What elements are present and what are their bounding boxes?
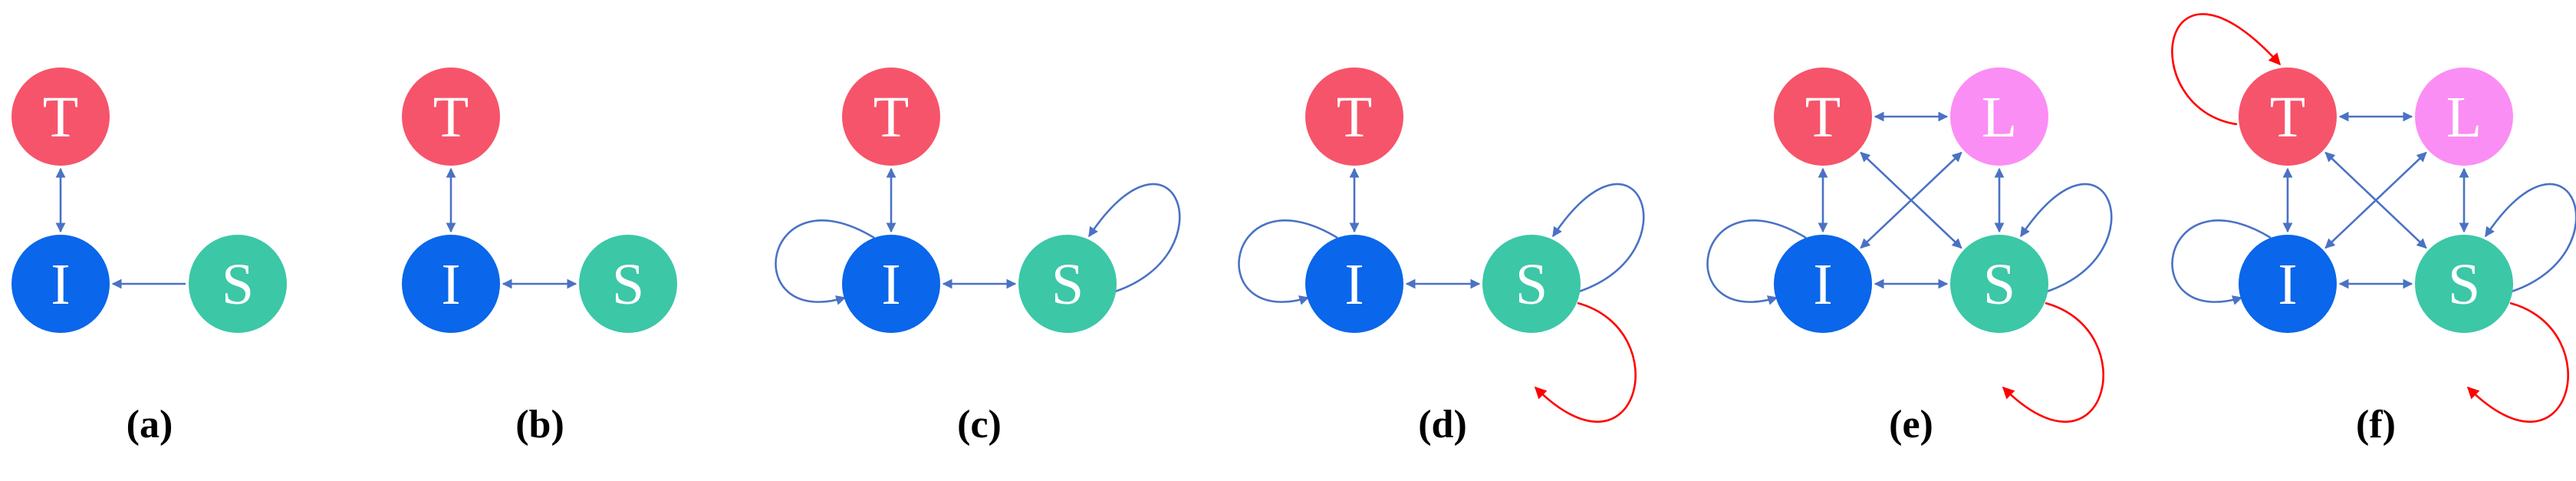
- self-loop-s: [1551, 183, 1645, 293]
- node-l-label: L: [2446, 85, 2482, 150]
- panel-d: T I S (d): [1238, 68, 1645, 446]
- node-s-label: S: [612, 252, 644, 317]
- node-t-label: T: [1805, 85, 1841, 150]
- panel-b: T I S (b): [402, 68, 677, 446]
- node-t: [402, 68, 500, 166]
- panel-caption: (f): [2356, 403, 2396, 446]
- node-t-label: T: [1337, 85, 1372, 150]
- node-t: [1305, 68, 1403, 166]
- node-s: [579, 235, 677, 333]
- node-i-label: I: [441, 252, 460, 317]
- panel-a: T I S (a): [12, 68, 287, 446]
- node-l: [1950, 68, 2048, 166]
- node-t: [842, 68, 940, 166]
- node-l-label: L: [1982, 85, 2017, 150]
- self-loop-s-red: [1534, 301, 1637, 423]
- self-loop-i: [1238, 219, 1338, 305]
- node-i: [842, 235, 940, 333]
- panel-f: T L I S (f): [2171, 13, 2576, 446]
- node-t-label: T: [2270, 85, 2305, 150]
- self-loop-s: [2019, 183, 2113, 293]
- panel-caption: (b): [515, 403, 564, 446]
- self-loop-i: [2171, 219, 2272, 305]
- node-s: [2415, 235, 2513, 333]
- node-i: [2239, 235, 2337, 333]
- node-s-label: S: [1515, 252, 1548, 317]
- node-t-label: T: [433, 85, 469, 150]
- panel-caption: (e): [1889, 403, 1933, 446]
- self-loop-t-red: [2171, 13, 2282, 126]
- panel-caption: (a): [127, 403, 173, 446]
- node-s-label: S: [2448, 252, 2480, 317]
- panel-c: T I S (c): [775, 68, 1181, 446]
- node-i-label: I: [51, 252, 70, 317]
- node-i: [402, 235, 500, 333]
- panel-caption: (d): [1418, 403, 1467, 446]
- node-s: [189, 235, 287, 333]
- node-s: [1482, 235, 1581, 333]
- node-l: [2415, 68, 2513, 166]
- self-loop-s: [1087, 183, 1181, 293]
- node-t: [12, 68, 110, 166]
- node-i: [1305, 235, 1403, 333]
- edge-l-i: [2324, 151, 2427, 249]
- node-i-label: I: [1344, 252, 1364, 317]
- self-loop-i: [1706, 219, 1807, 305]
- node-t-label: T: [43, 85, 78, 150]
- panels: T I S (a) T I S (b) T I S (c) T I S (d) T L I S (e) T L I S (f): [12, 13, 2576, 446]
- node-s-label: S: [222, 252, 254, 317]
- panel-e: T L I S (e): [1706, 68, 2113, 446]
- node-t: [2239, 68, 2337, 166]
- node-s: [1018, 235, 1117, 333]
- panel-caption: (c): [957, 403, 1002, 446]
- node-i: [1774, 235, 1872, 333]
- edge-l-i: [1860, 151, 1962, 249]
- node-t-label: T: [873, 85, 909, 150]
- node-i-label: I: [1813, 252, 1832, 317]
- node-s: [1950, 235, 2048, 333]
- node-s-label: S: [1051, 252, 1084, 317]
- node-i-label: I: [2278, 252, 2297, 317]
- node-s-label: S: [1983, 252, 2015, 317]
- self-loop-s-red: [2002, 301, 2104, 423]
- node-t: [1774, 68, 1872, 166]
- node-i-label: I: [881, 252, 900, 317]
- self-loop-i: [775, 219, 875, 305]
- node-i: [12, 235, 110, 333]
- self-loop-s: [2484, 183, 2576, 293]
- self-loop-s-red: [2466, 301, 2569, 423]
